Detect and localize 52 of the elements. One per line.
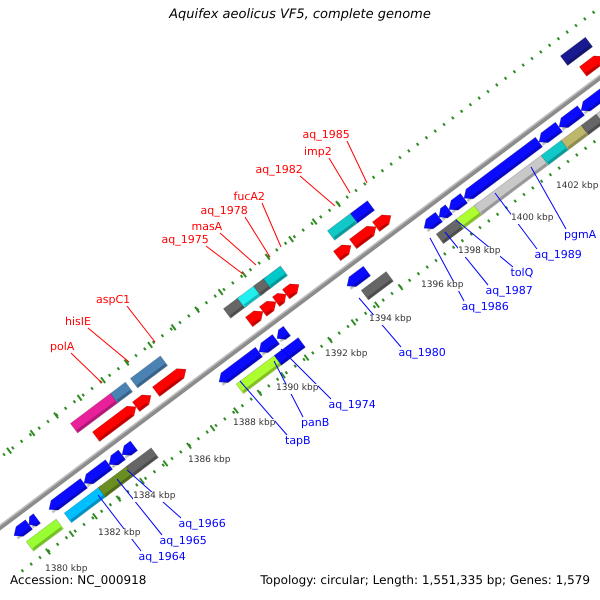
scale-label: 1380 kbp	[45, 565, 88, 575]
scale-label: 1396 kbp	[421, 281, 464, 291]
gene-name-label: fucA2	[234, 191, 265, 204]
leader-line	[244, 216, 270, 258]
gene-name-label: tapB	[285, 435, 311, 448]
gene-name-label: aq_1989	[534, 249, 582, 262]
gene-name-label: aq_1982	[256, 164, 303, 176]
footer-text: Topology: circular; Length: 1,551,335 bp; Genes: 1,579	[260, 574, 590, 588]
leader-line	[328, 158, 350, 194]
leader-line	[494, 192, 538, 250]
scale-label: 1390 kbp	[276, 384, 318, 394]
gene-name-label: aq_1966	[178, 518, 226, 530]
gene-name-label: tolQ	[510, 267, 534, 280]
scale-label: 1400 kbp	[511, 214, 554, 224]
gene-name-label: masA	[192, 221, 222, 234]
scale-label: 1398 kbp	[458, 247, 500, 257]
leader-line	[116, 478, 162, 536]
leader-line	[300, 176, 336, 206]
gene-name-label: aq_1965	[160, 535, 207, 548]
leader-line	[530, 166, 566, 230]
gene-name-label: aq_1985	[302, 129, 350, 142]
scale-label: 1386 kbp	[188, 456, 230, 466]
gene-name-label: aq_1978	[200, 205, 248, 218]
gene-name-label: imp2	[304, 146, 332, 158]
gene-name-label: aq_1975	[162, 234, 209, 246]
leader-line	[346, 140, 368, 184]
leader-line	[262, 202, 282, 248]
gene-name-label: aq_1974	[328, 399, 376, 412]
gene-name-label: aq_1980	[398, 347, 446, 360]
leader-line	[240, 380, 288, 436]
gene-name-label: polA	[50, 341, 74, 354]
gene-name-label: pgmA	[564, 229, 596, 242]
scale-label: 1384 kbp	[133, 492, 176, 502]
leader-line	[280, 348, 332, 400]
scale-label: 1392 kbp	[325, 350, 368, 360]
gene-name-label: panB	[301, 417, 330, 430]
scale-label: 1388 kbp	[233, 419, 276, 429]
leader-line	[70, 352, 102, 384]
gene-name-label: aspC1	[96, 294, 130, 306]
scale-label: 1402 kbp	[556, 182, 598, 192]
leader-line	[220, 232, 256, 266]
leader-line	[88, 328, 130, 362]
leader-line	[126, 306, 156, 342]
gene-name-label: aq_1964	[138, 551, 186, 564]
gene-name-label: hisIE	[65, 316, 91, 328]
gene-name-label: aq_1987	[486, 285, 533, 298]
scale-label: 1394 kbp	[369, 315, 412, 325]
scale-label: 1382 kbp	[98, 529, 140, 539]
leader-line	[206, 246, 244, 274]
title: Aquifex aeolicus VF5, complete genome	[168, 8, 432, 22]
footer-text: Accession: NC_000918	[10, 574, 146, 588]
gene-name-label: aq_1986	[462, 301, 509, 314]
